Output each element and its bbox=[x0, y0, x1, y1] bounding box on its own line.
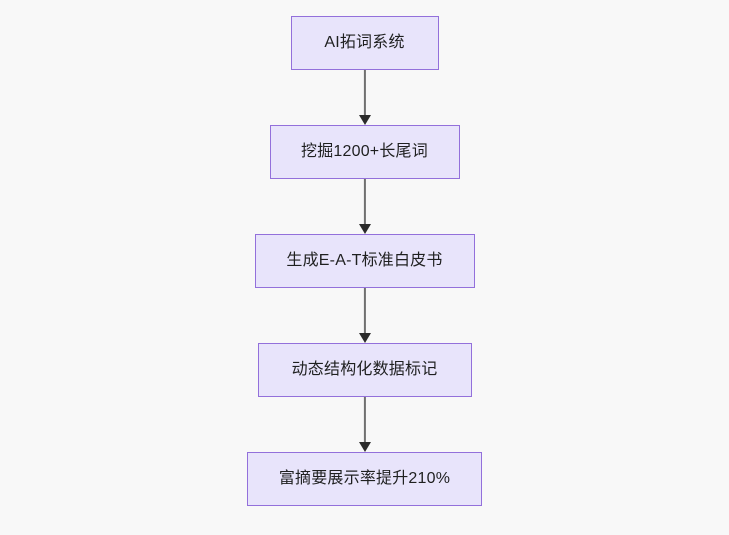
flowchart-node-1-label: AI拓词系统 bbox=[324, 34, 405, 52]
down-arrow-icon bbox=[358, 115, 371, 125]
flowchart-node-1[interactable]: AI拓词系统 bbox=[290, 16, 439, 70]
flowchart-edge-2-to-3 bbox=[358, 179, 371, 234]
flowchart-node-5-label: 富摘要展示率提升210% bbox=[278, 470, 451, 488]
flowchart-node-2-label: 挖掘1200+长尾词 bbox=[301, 143, 428, 161]
edge-line bbox=[363, 288, 366, 334]
flowchart-node-5[interactable]: 富摘要展示率提升210% bbox=[247, 452, 482, 506]
edge-line bbox=[363, 70, 366, 116]
flowchart-node-3-label: 生成E-A-T标准白皮书 bbox=[286, 252, 443, 270]
flowchart-edge-4-to-5 bbox=[358, 397, 371, 452]
flowchart-node-2[interactable]: 挖掘1200+长尾词 bbox=[269, 125, 460, 179]
flowchart-node-4[interactable]: 动态结构化数据标记 bbox=[257, 343, 472, 397]
flowchart-edge-3-to-4 bbox=[358, 288, 371, 343]
flowchart-node-3[interactable]: 生成E-A-T标准白皮书 bbox=[254, 234, 475, 288]
down-arrow-icon bbox=[358, 224, 371, 234]
flowchart-edge-1-to-2 bbox=[358, 70, 371, 125]
flowchart-node-4-label: 动态结构化数据标记 bbox=[291, 361, 438, 379]
edge-line bbox=[363, 179, 366, 225]
down-arrow-icon bbox=[358, 333, 371, 343]
edge-line bbox=[363, 397, 366, 443]
down-arrow-icon bbox=[358, 442, 371, 452]
